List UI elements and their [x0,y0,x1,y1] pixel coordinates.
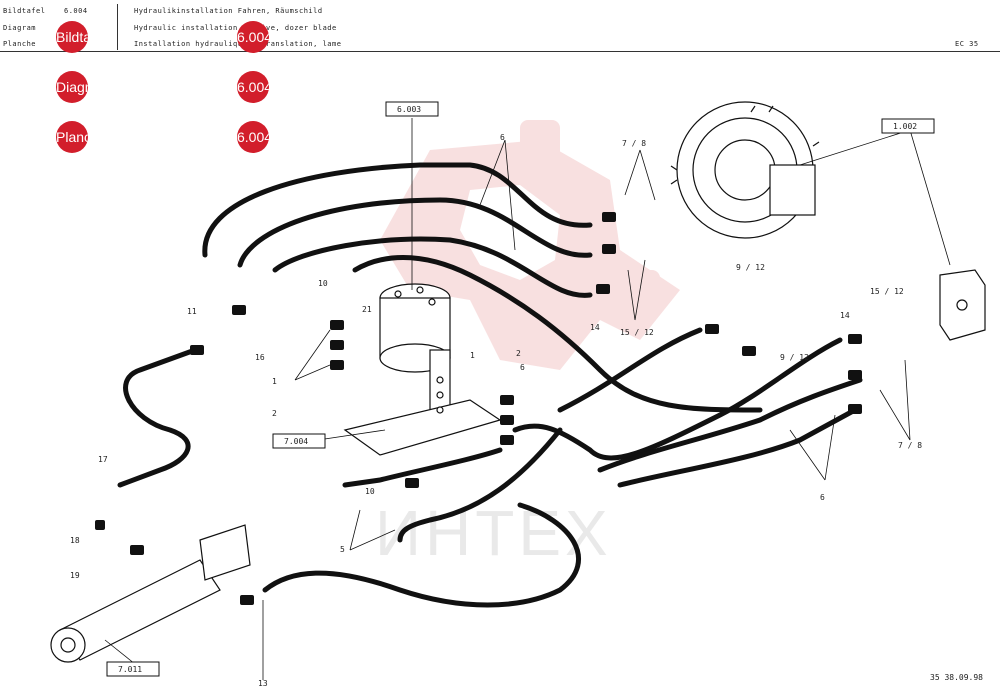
ref-swivel: 6.003 [397,105,421,114]
ref-box-frame: 7.004 [272,433,326,449]
callout-11: 11 [187,307,197,316]
hoses [117,162,863,608]
header-description-0: Hydraulikinstallation Fahren, Räumschild [134,7,323,15]
swivel-joint [343,283,502,456]
callout-1-mid: 1 [470,351,475,360]
drive-motor [670,101,820,239]
callout-9-12-mid: 9 / 12 [780,353,809,362]
callout-7-8-bottom: 7 / 8 [898,441,922,450]
fittings [95,212,862,605]
callout-16: 16 [255,353,265,362]
badge-bildtafel[interactable]: Bildtafel [56,21,88,53]
callout-18: 18 [70,536,80,545]
header-divider [117,4,118,50]
ref-frame: 7.004 [284,437,308,446]
callout-2-left: 2 [272,409,277,418]
ref-box-motor: 1.002 [881,118,935,134]
callout-5: 5 [340,545,345,554]
header-rule [0,51,1000,52]
callout-7-8-top: 7 / 8 [622,139,646,148]
header-description-2: Installation hydraulique - translation, … [134,40,342,48]
callouts: 7 / 8 6 9 / 12 9 / 12 15 / 12 15 / 12 14… [70,133,983,688]
callout-6-bottom: 6 [820,493,825,502]
callout-15-12-right: 15 / 12 [870,287,904,296]
ref-motor: 1.002 [893,122,917,131]
badge-bildtafel-value[interactable]: 6.004 [237,21,269,53]
footer-code: 35 38.09.98 [930,673,983,682]
callout-14-left: 14 [590,323,600,332]
valve-block [939,269,986,341]
ref-box-cylinder: 7.011 [106,661,160,677]
ref-cylinder: 7.011 [118,665,142,674]
callout-13: 13 [258,679,268,688]
callout-14-right: 14 [840,311,850,320]
callout-17: 17 [98,455,108,464]
ref-box-swivel: 6.003 [385,101,439,117]
header-row-label-0: Bildtafel [3,7,46,15]
header-description-1: Hydraulic installation - drive, dozer bl… [134,24,337,32]
leader-lines [104,118,951,680]
header-row-label-1: Diagram [3,24,37,32]
callout-19: 19 [70,571,80,580]
callout-15-12-left: 15 / 12 [620,328,654,337]
callout-10-bottom: 10 [365,487,375,496]
badge-planche-value[interactable]: 6.004 [237,121,269,153]
header-row-label-2: Planche [3,40,37,48]
callout-10-top: 10 [318,279,328,288]
hydraulic-cylinder [50,524,251,663]
callout-21: 21 [362,305,372,314]
header-model: EC 35 [955,40,979,48]
callout-6-top: 6 [500,133,505,142]
badge-diagram[interactable]: Diagram [56,71,88,103]
callout-2-right: 2 [516,349,521,358]
callout-6-mid: 6 [520,363,525,372]
callout-1-left: 1 [272,377,277,386]
callout-9-12-top: 9 / 12 [736,263,765,272]
header-row-code-0: 6.004 [64,7,88,15]
badge-planche[interactable]: Planche [56,121,88,153]
badge-diagram-value[interactable]: 6.004 [237,71,269,103]
